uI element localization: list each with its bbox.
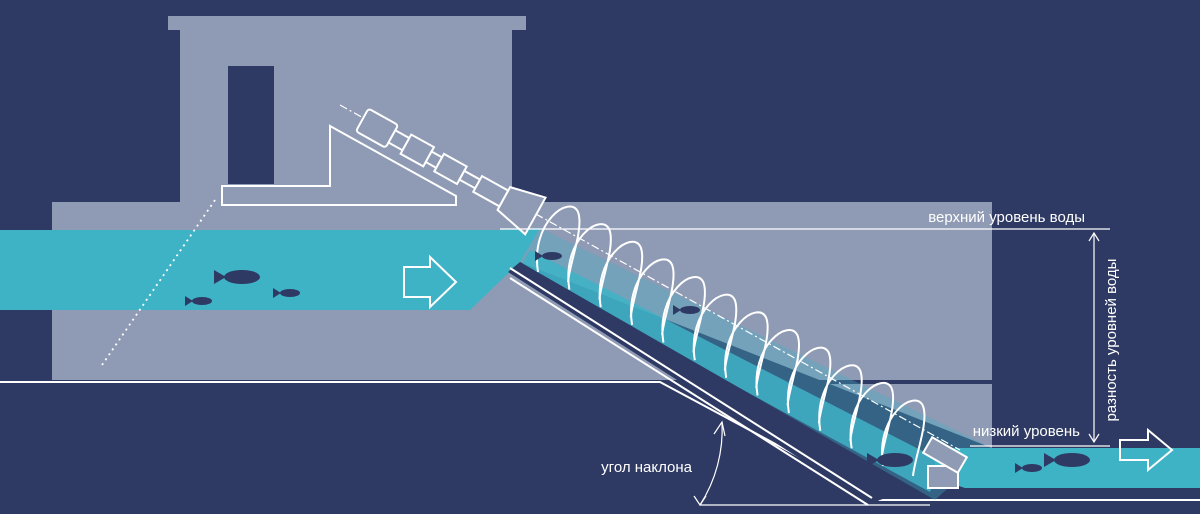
fish-icon [214, 270, 260, 284]
screw-flight [661, 276, 706, 353]
level-lines [500, 228, 1110, 447]
fish-icon [867, 453, 913, 467]
lower-bearing [921, 435, 969, 489]
dotted-guide [99, 199, 216, 369]
doorway [228, 66, 274, 184]
ground-lines [0, 381, 1200, 501]
tilt-angle-label: угол наклона [601, 459, 692, 476]
fish-group [185, 251, 1090, 473]
screw-flight [724, 311, 769, 388]
screw-flight [630, 258, 675, 336]
fish-icon [185, 296, 212, 306]
screw-flight [880, 399, 926, 477]
upper-level-label: верхний уровень воды [928, 209, 1085, 226]
fish-icon [673, 305, 700, 315]
fish-icon [273, 288, 300, 298]
lower-water-channel [935, 448, 1200, 488]
tilt-angle-marker [693, 420, 930, 507]
flow-arrow-upper [403, 254, 458, 310]
screw-flight [786, 346, 832, 424]
low-level-label: низкий уровень [973, 423, 1080, 440]
upper-water-channel [0, 228, 540, 310]
screw-flight [849, 381, 895, 459]
fish-icon [535, 251, 562, 261]
screw-flights [535, 205, 926, 477]
screw-flight [755, 329, 800, 406]
fish-icon [1044, 453, 1090, 467]
screw-flight [692, 293, 738, 371]
screw-flight [598, 240, 644, 318]
screw-flight [535, 205, 581, 283]
screw-flight [818, 364, 863, 441]
flow-arrow-lower [1119, 427, 1174, 473]
drive-unit [221, 108, 548, 236]
level-difference-label: разность уровней воды [1103, 259, 1120, 422]
fish-icon [1015, 463, 1042, 473]
